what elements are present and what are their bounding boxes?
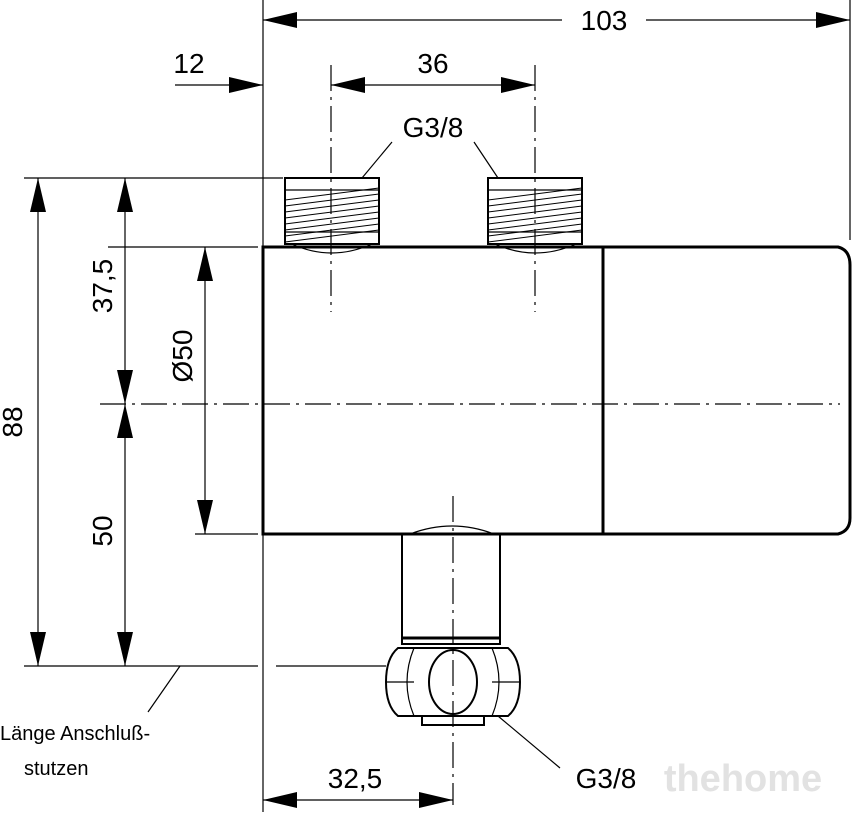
note-line-1: Länge Anschluß-: [0, 723, 150, 745]
dim-total-height: 88: [0, 178, 46, 666]
dim-103-label: 103: [581, 5, 628, 36]
dim-height-lower: 50: [87, 404, 133, 666]
dim-overall-width: 103: [263, 5, 850, 36]
outlet-stub: [401, 525, 501, 645]
center-lines: [100, 65, 840, 805]
thread-top-label: G3/8: [403, 112, 464, 143]
dim-37-5-label: 37,5: [87, 259, 118, 314]
dim-36-label: 36: [417, 48, 448, 79]
dim-88-label: 88: [0, 406, 28, 437]
watermark-logo: thehome: [664, 758, 822, 800]
thread-bottom-label: G3/8: [576, 763, 637, 794]
leader-thread-bottom: G3/8: [497, 715, 637, 794]
dim-12-label: 12: [173, 48, 204, 79]
note-line-2: stutzen: [24, 758, 88, 780]
inlet-nipple-left: [284, 177, 380, 254]
dim-diameter: Ø50: [167, 247, 213, 534]
dim-inlet-spacing: 36: [331, 48, 535, 93]
dim-height-upper: 37,5: [87, 178, 133, 404]
dim-diameter-label: Ø50: [167, 330, 198, 383]
note-connection-length: Länge Anschluß- stutzen: [0, 665, 181, 780]
dim-32-5-label: 32,5: [328, 763, 383, 794]
leader-thread-top: G3/8: [361, 112, 499, 179]
mixer-body: [261, 245, 852, 536]
extension-lines: [24, 0, 851, 812]
dim-50-label: 50: [87, 515, 118, 546]
outlet-nut: [384, 647, 522, 726]
dim-outlet-offset: 32,5: [263, 763, 453, 808]
dim-offset-left: 12: [173, 48, 263, 93]
